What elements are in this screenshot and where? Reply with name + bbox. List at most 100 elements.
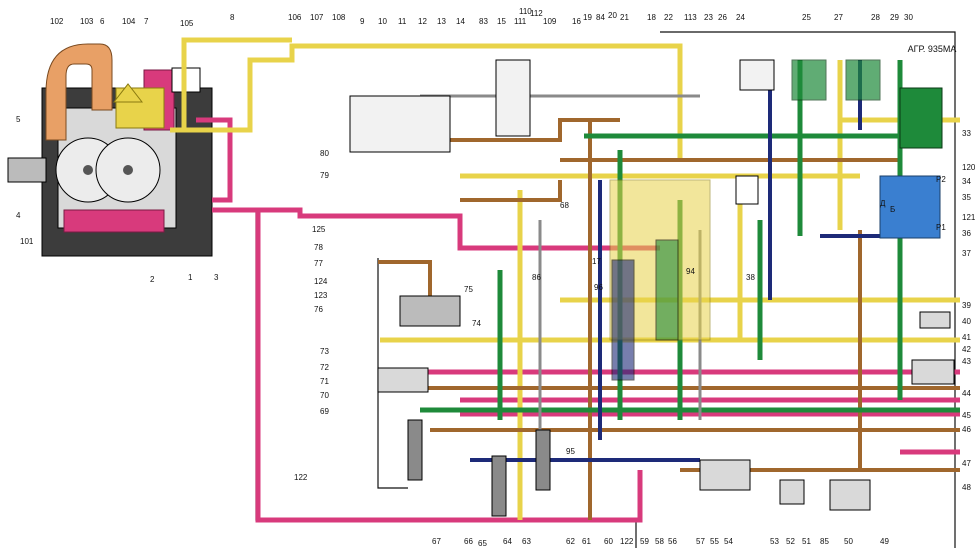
callout-right-6: 37 — [962, 249, 971, 258]
callout-right-9: 41 — [962, 333, 971, 342]
callout-bottom-5: 62 — [566, 537, 575, 546]
callout-top-26: 21 — [620, 13, 629, 22]
callout-top-10: 9 — [360, 17, 365, 26]
callout-bottom-0: 67 — [432, 537, 441, 546]
callout-right-10: 42 — [962, 345, 971, 354]
callout-left-14: 73 — [320, 347, 329, 356]
callout-top-20: 112 — [530, 9, 543, 18]
callout-left-3: 2 — [150, 275, 155, 284]
pump-assembly — [7, 43, 213, 257]
callout-left-12: 123 — [314, 291, 328, 300]
callout-inner-10: Р1 — [936, 223, 946, 232]
callout-bottom-20: 49 — [880, 537, 889, 546]
callout-top-15: 14 — [456, 17, 465, 26]
callout-bottom-3: 64 — [503, 537, 512, 546]
callout-inner-2: 86 — [532, 273, 541, 282]
callout-top-12: 11 — [398, 17, 407, 26]
callout-left-6: 80 — [320, 149, 329, 158]
callout-inner-4: 17 — [592, 257, 601, 266]
callout-top-17: 15 — [497, 17, 506, 26]
pressure-lines — [196, 117, 960, 523]
callout-left-18: 69 — [320, 407, 329, 416]
callout-top-9: 108 — [332, 13, 346, 22]
callout-right-8: 40 — [962, 317, 971, 326]
callout-top-33: 25 — [802, 13, 811, 22]
callout-inner-11: Б — [890, 205, 895, 214]
callout-inner-6: 94 — [686, 267, 695, 276]
callout-right-3: 35 — [962, 193, 971, 202]
callout-top-21: 109 — [543, 17, 557, 26]
callout-top-37: 30 — [904, 13, 913, 22]
lube-lines — [170, 37, 960, 520]
callout-top-3: 104 — [122, 17, 136, 26]
callout-bottom-16: 52 — [786, 537, 795, 546]
callout-bottom-4: 63 — [522, 537, 531, 546]
callout-left-0: 5 — [16, 115, 21, 124]
callout-bottom-8: 122 — [620, 537, 634, 546]
callout-top-4: 7 — [144, 17, 149, 26]
callout-top-5: 105 — [180, 19, 194, 28]
callout-top-19: 111 — [514, 17, 527, 26]
callout-right-14: 46 — [962, 425, 971, 434]
callout-top-34: 27 — [834, 13, 843, 22]
callout-top-2: 6 — [100, 17, 105, 26]
callout-right-16: 48 — [962, 483, 971, 492]
callout-right-11: 43 — [962, 357, 971, 366]
callout-left-8: 125 — [312, 225, 326, 234]
callout-bottom-14: 54 — [724, 537, 733, 546]
callout-bottom-1: 66 — [464, 537, 473, 546]
unit-label: АГР. 935МА — [908, 44, 957, 54]
callout-left-7: 79 — [320, 171, 329, 180]
callout-left-15: 72 — [320, 363, 329, 372]
callout-left-4: 1 — [188, 273, 193, 282]
callout-top-22: 16 — [572, 17, 581, 26]
callout-left-1: 4 — [16, 211, 21, 220]
callout-top-35: 28 — [871, 13, 880, 22]
callout-inner-12: Д — [880, 199, 886, 208]
callout-left-17: 70 — [320, 391, 329, 400]
callout-inner-5: 96 — [594, 283, 603, 292]
callout-bottom-18: 85 — [820, 537, 829, 546]
callout-right-12: 44 — [962, 389, 971, 398]
components — [349, 59, 955, 517]
callout-left-19: 122 — [294, 473, 308, 482]
callout-left-9: 78 — [314, 243, 323, 252]
callout-top-8: 107 — [310, 13, 324, 22]
callout-bottom-6: 61 — [582, 537, 591, 546]
callout-inner-1: 74 — [472, 319, 481, 328]
callout-top-32: 24 — [736, 13, 745, 22]
callout-bottom-12: 57 — [696, 537, 705, 546]
callout-bottom-19: 50 — [844, 537, 853, 546]
callout-top-0: 102 — [50, 17, 64, 26]
callout-left-16: 71 — [320, 377, 329, 386]
callout-top-16: 83 — [479, 17, 488, 26]
callout-right-0: 33 — [962, 129, 971, 138]
callout-inner-3: 68 — [560, 201, 569, 210]
callout-top-13: 12 — [418, 17, 427, 26]
callout-bottom-11: 56 — [668, 537, 677, 546]
callout-inner-0: 75 — [464, 285, 473, 294]
callout-left-10: 77 — [314, 259, 323, 268]
callout-top-6: 8 — [230, 13, 235, 22]
callout-top-1: 103 — [80, 17, 94, 26]
callout-left-2: 101 — [20, 237, 34, 246]
callout-right-5: 36 — [962, 229, 971, 238]
callout-right-15: 47 — [962, 459, 971, 468]
callout-top-31: 26 — [718, 13, 727, 22]
callout-top-25: 20 — [608, 11, 617, 20]
callout-top-27: 18 — [647, 13, 656, 22]
callout-left-5: 3 — [214, 273, 219, 282]
callout-top-36: 29 — [890, 13, 899, 22]
callout-right-13: 45 — [962, 411, 971, 420]
callout-bottom-17: 51 — [802, 537, 811, 546]
callout-top-29: 113 — [684, 13, 697, 22]
callout-right-1: 120 — [962, 163, 976, 172]
callout-top-28: 22 — [664, 13, 673, 22]
callout-right-4: 121 — [962, 213, 976, 222]
callout-left-11: 124 — [314, 277, 328, 286]
callout-bottom-10: 58 — [655, 537, 664, 546]
callout-bottom-13: 55 — [710, 537, 719, 546]
callout-bottom-2: 65 — [478, 539, 487, 548]
